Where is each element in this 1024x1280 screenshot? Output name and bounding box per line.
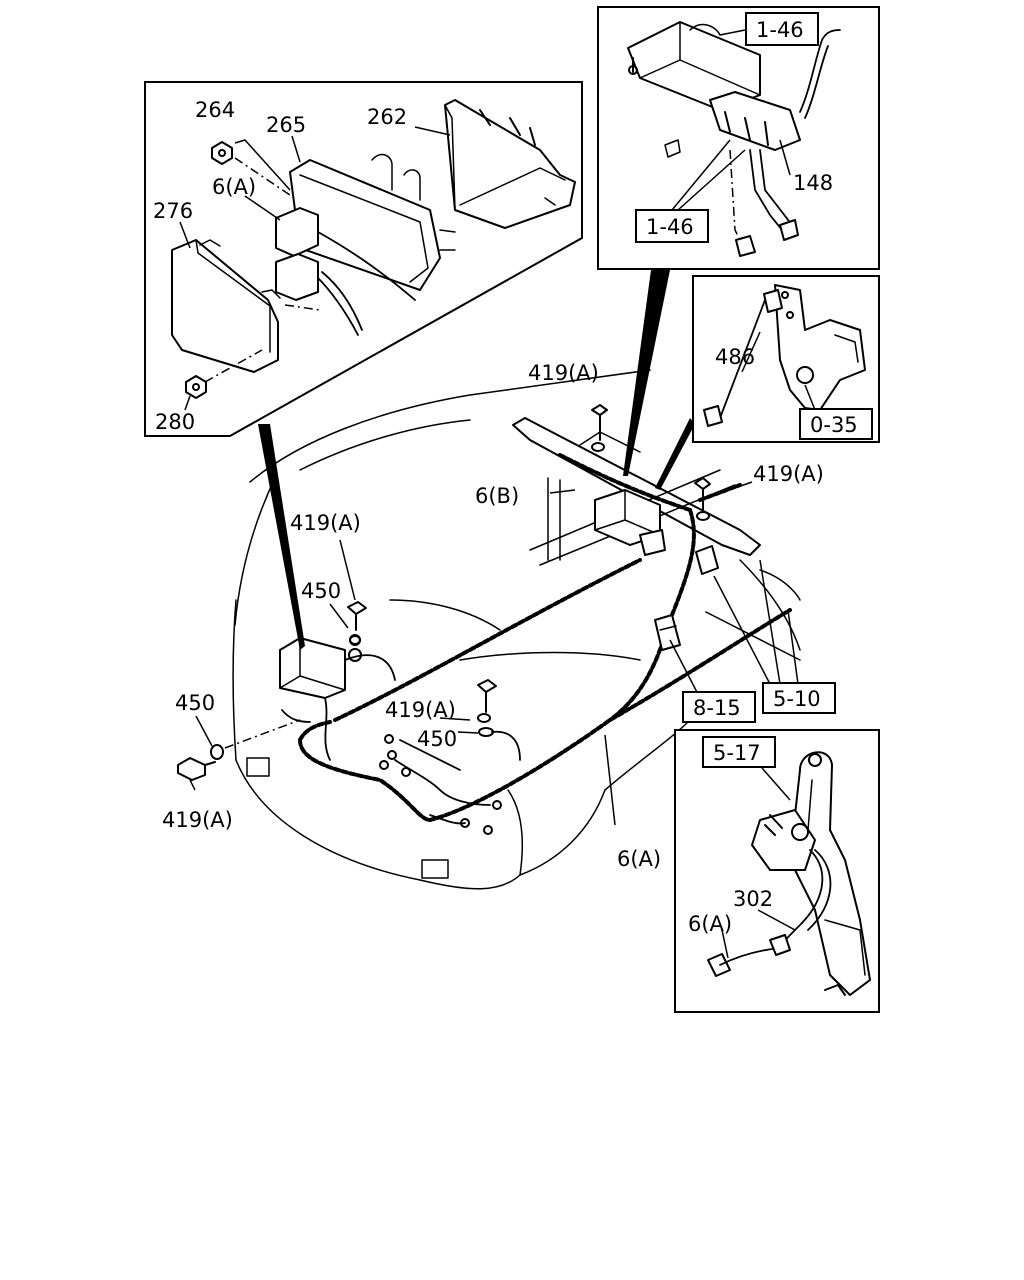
inset-lever [674, 729, 880, 1013]
cab-body-outline [232, 369, 801, 890]
inset-control-module [144, 81, 583, 437]
label-265: 265 [266, 113, 306, 137]
ref-box-8-15 [682, 691, 756, 723]
label-264: 264 [195, 98, 235, 122]
label-486: 486 [715, 345, 755, 369]
label-302: 302 [733, 887, 773, 911]
ref-5-17: 5-17 [713, 741, 761, 765]
ref-box-1-46-mid [635, 209, 709, 243]
front-ring-terminals [379, 734, 502, 835]
ref-1-46-top: 1-46 [756, 18, 804, 42]
callout-wedges [258, 270, 695, 650]
left-bolt-assembly [177, 709, 311, 781]
label-450-center: 450 [417, 727, 457, 751]
label-6b: 6(B) [475, 484, 519, 508]
label-6a-main: 6(A) [617, 847, 661, 871]
part-number-labels: 264 265 262 6(A) 276 280 148 486 419(A) … [153, 18, 858, 936]
label-280: 280 [155, 410, 195, 434]
label-419a-frame-top: 419(A) [528, 361, 599, 385]
label-419a-left: 419(A) [162, 808, 233, 832]
ref-8-15: 8-15 [693, 696, 741, 720]
label-419a-center: 419(A) [385, 698, 456, 722]
main-leader-lines [189, 481, 799, 826]
label-419a-frame-right: 419(A) [753, 462, 824, 486]
ref-box-5-17 [702, 736, 776, 768]
ref-box-1-46-top [745, 12, 819, 46]
ref-box-0-35 [799, 408, 873, 440]
ref-box-5-10 [762, 682, 836, 714]
label-419a-fender: 419(A) [290, 511, 361, 535]
label-262: 262 [367, 105, 407, 129]
label-450-left: 450 [175, 691, 215, 715]
label-450-fender: 450 [301, 579, 341, 603]
label-6a-lever: 6(A) [688, 912, 732, 936]
reference-boxes [635, 12, 873, 768]
ref-0-35: 0-35 [810, 413, 858, 437]
frame-bolts [591, 404, 711, 521]
center-bolt-assembly [477, 679, 521, 761]
ref-1-46-mid: 1-46 [646, 215, 694, 239]
harness-connector [654, 614, 681, 651]
frame-bracket [695, 545, 719, 575]
fender-bolt-assembly [347, 601, 367, 645]
label-276: 276 [153, 199, 193, 223]
relay-block [547, 477, 666, 561]
label-6a-inset: 6(A) [212, 175, 256, 199]
label-148: 148 [793, 171, 833, 195]
ref-5-10: 5-10 [773, 687, 821, 711]
